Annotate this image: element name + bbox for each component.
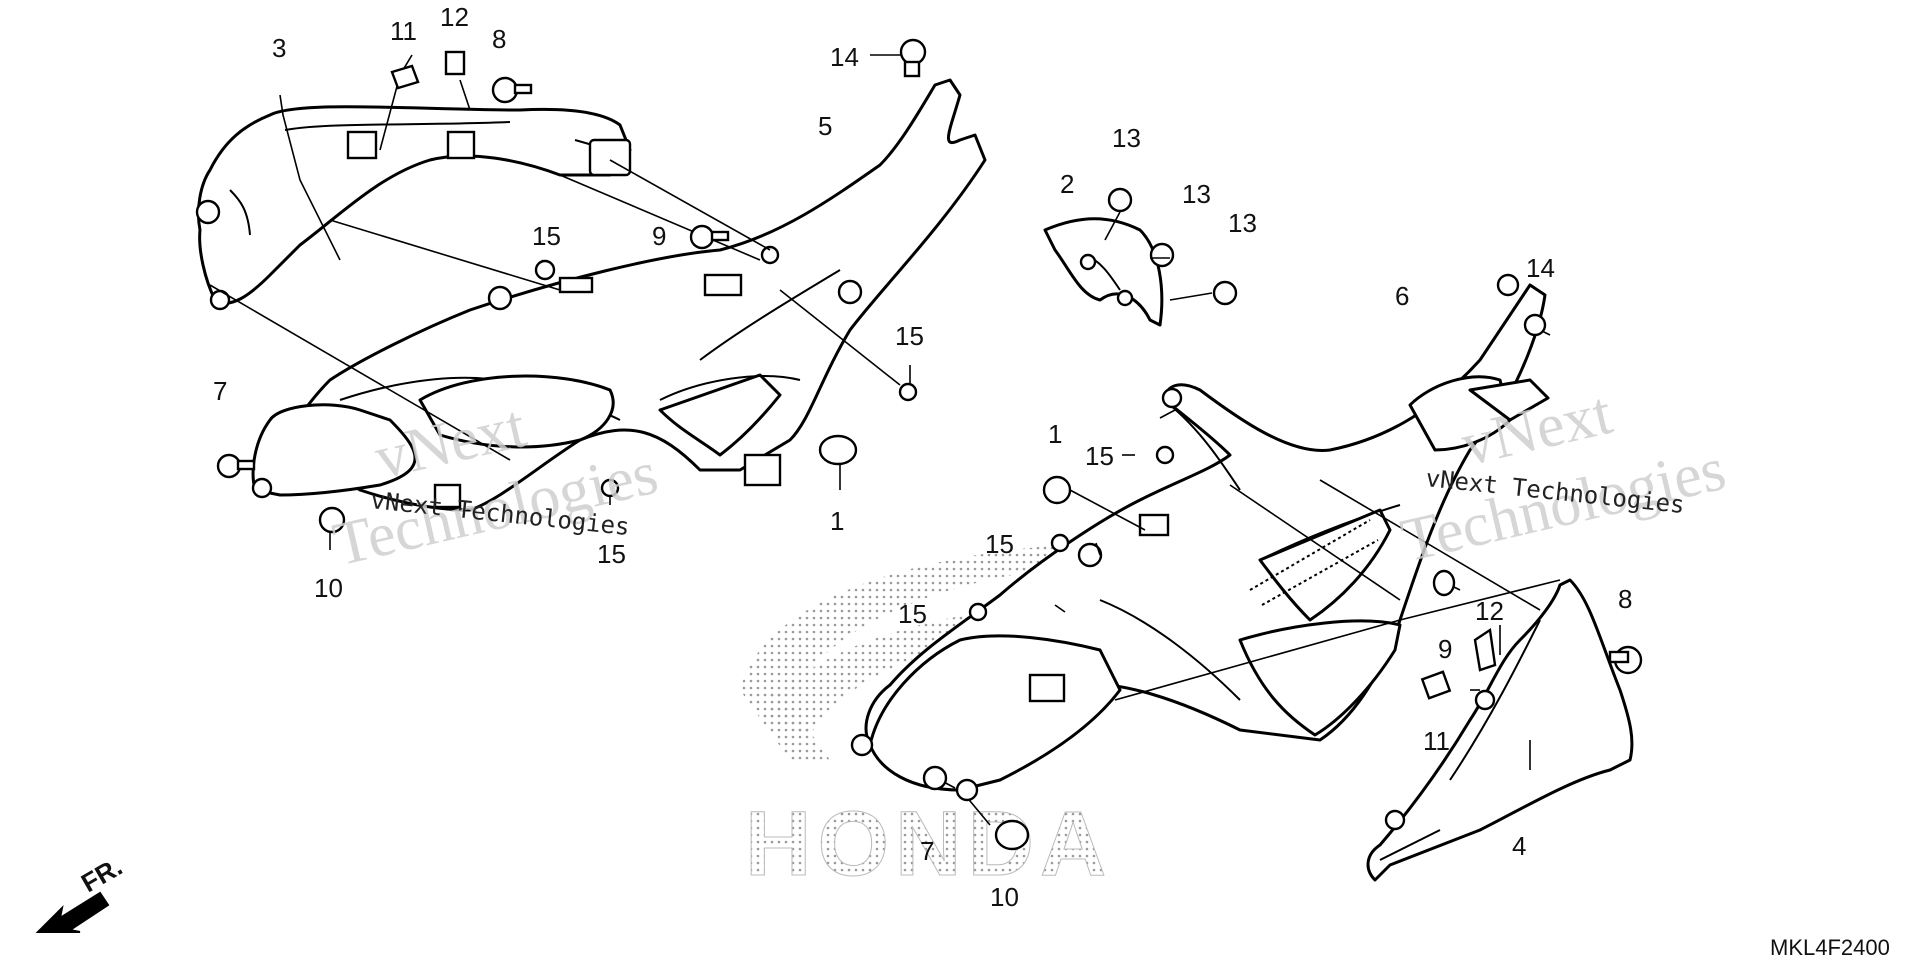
callout-15-e: 15 [985,529,1014,559]
front-direction-indicator: FR. [35,851,127,933]
honda-logo-text: HONDA [745,793,1112,895]
callout-1-left: 1 [830,506,844,536]
callout-10-right: 10 [990,882,1019,912]
callout-labels: 3 11 12 8 14 5 9 15 15 7 10 15 1 2 13 13… [213,2,1632,912]
callout-13-b: 13 [1182,179,1211,209]
callout-13-c: 13 [1228,208,1257,238]
callout-12-right: 12 [1475,596,1504,626]
callout-7-right: 7 [920,836,934,866]
callout-8-top: 8 [492,24,506,54]
callout-15-d: 15 [1085,441,1114,471]
callout-11-top: 11 [390,16,417,46]
diagram-code: MKL4F2400 [1770,935,1890,960]
callout-2: 2 [1060,169,1074,199]
callout-9-top: 9 [652,221,666,251]
hardware-right [922,313,1643,851]
callout-8-right: 8 [1618,584,1632,614]
callout-6: 6 [1395,281,1409,311]
hardware-left [216,38,927,534]
callout-1-right: 1 [1048,419,1062,449]
callout-10-left: 10 [314,573,343,603]
leader-lines-left [209,54,911,550]
part-6-main-frame-right [850,273,1550,792]
callout-14-top: 14 [830,42,859,72]
callout-15-c: 15 [597,539,626,569]
part-3-inner-panel [195,105,632,311]
callout-3: 3 [272,33,286,63]
callout-9-right: 9 [1438,634,1452,664]
callout-15-a: 15 [532,221,561,251]
callout-14-right: 14 [1526,253,1555,283]
front-label: FR. [76,851,127,898]
callout-7-left: 7 [213,376,227,406]
callout-4: 4 [1512,831,1526,861]
callout-13-a: 13 [1112,123,1141,153]
callout-11-right: 11 [1423,726,1450,756]
callout-15-f: 15 [898,599,927,629]
part-5-main-frame-left [251,78,987,512]
front-arrow-icon [35,891,110,933]
callout-15-b: 15 [895,321,924,351]
callout-5: 5 [818,111,832,141]
callout-12-top: 12 [440,2,469,32]
part-2-bracket [1043,187,1238,327]
part-4-lower-cowl [1366,578,1634,882]
